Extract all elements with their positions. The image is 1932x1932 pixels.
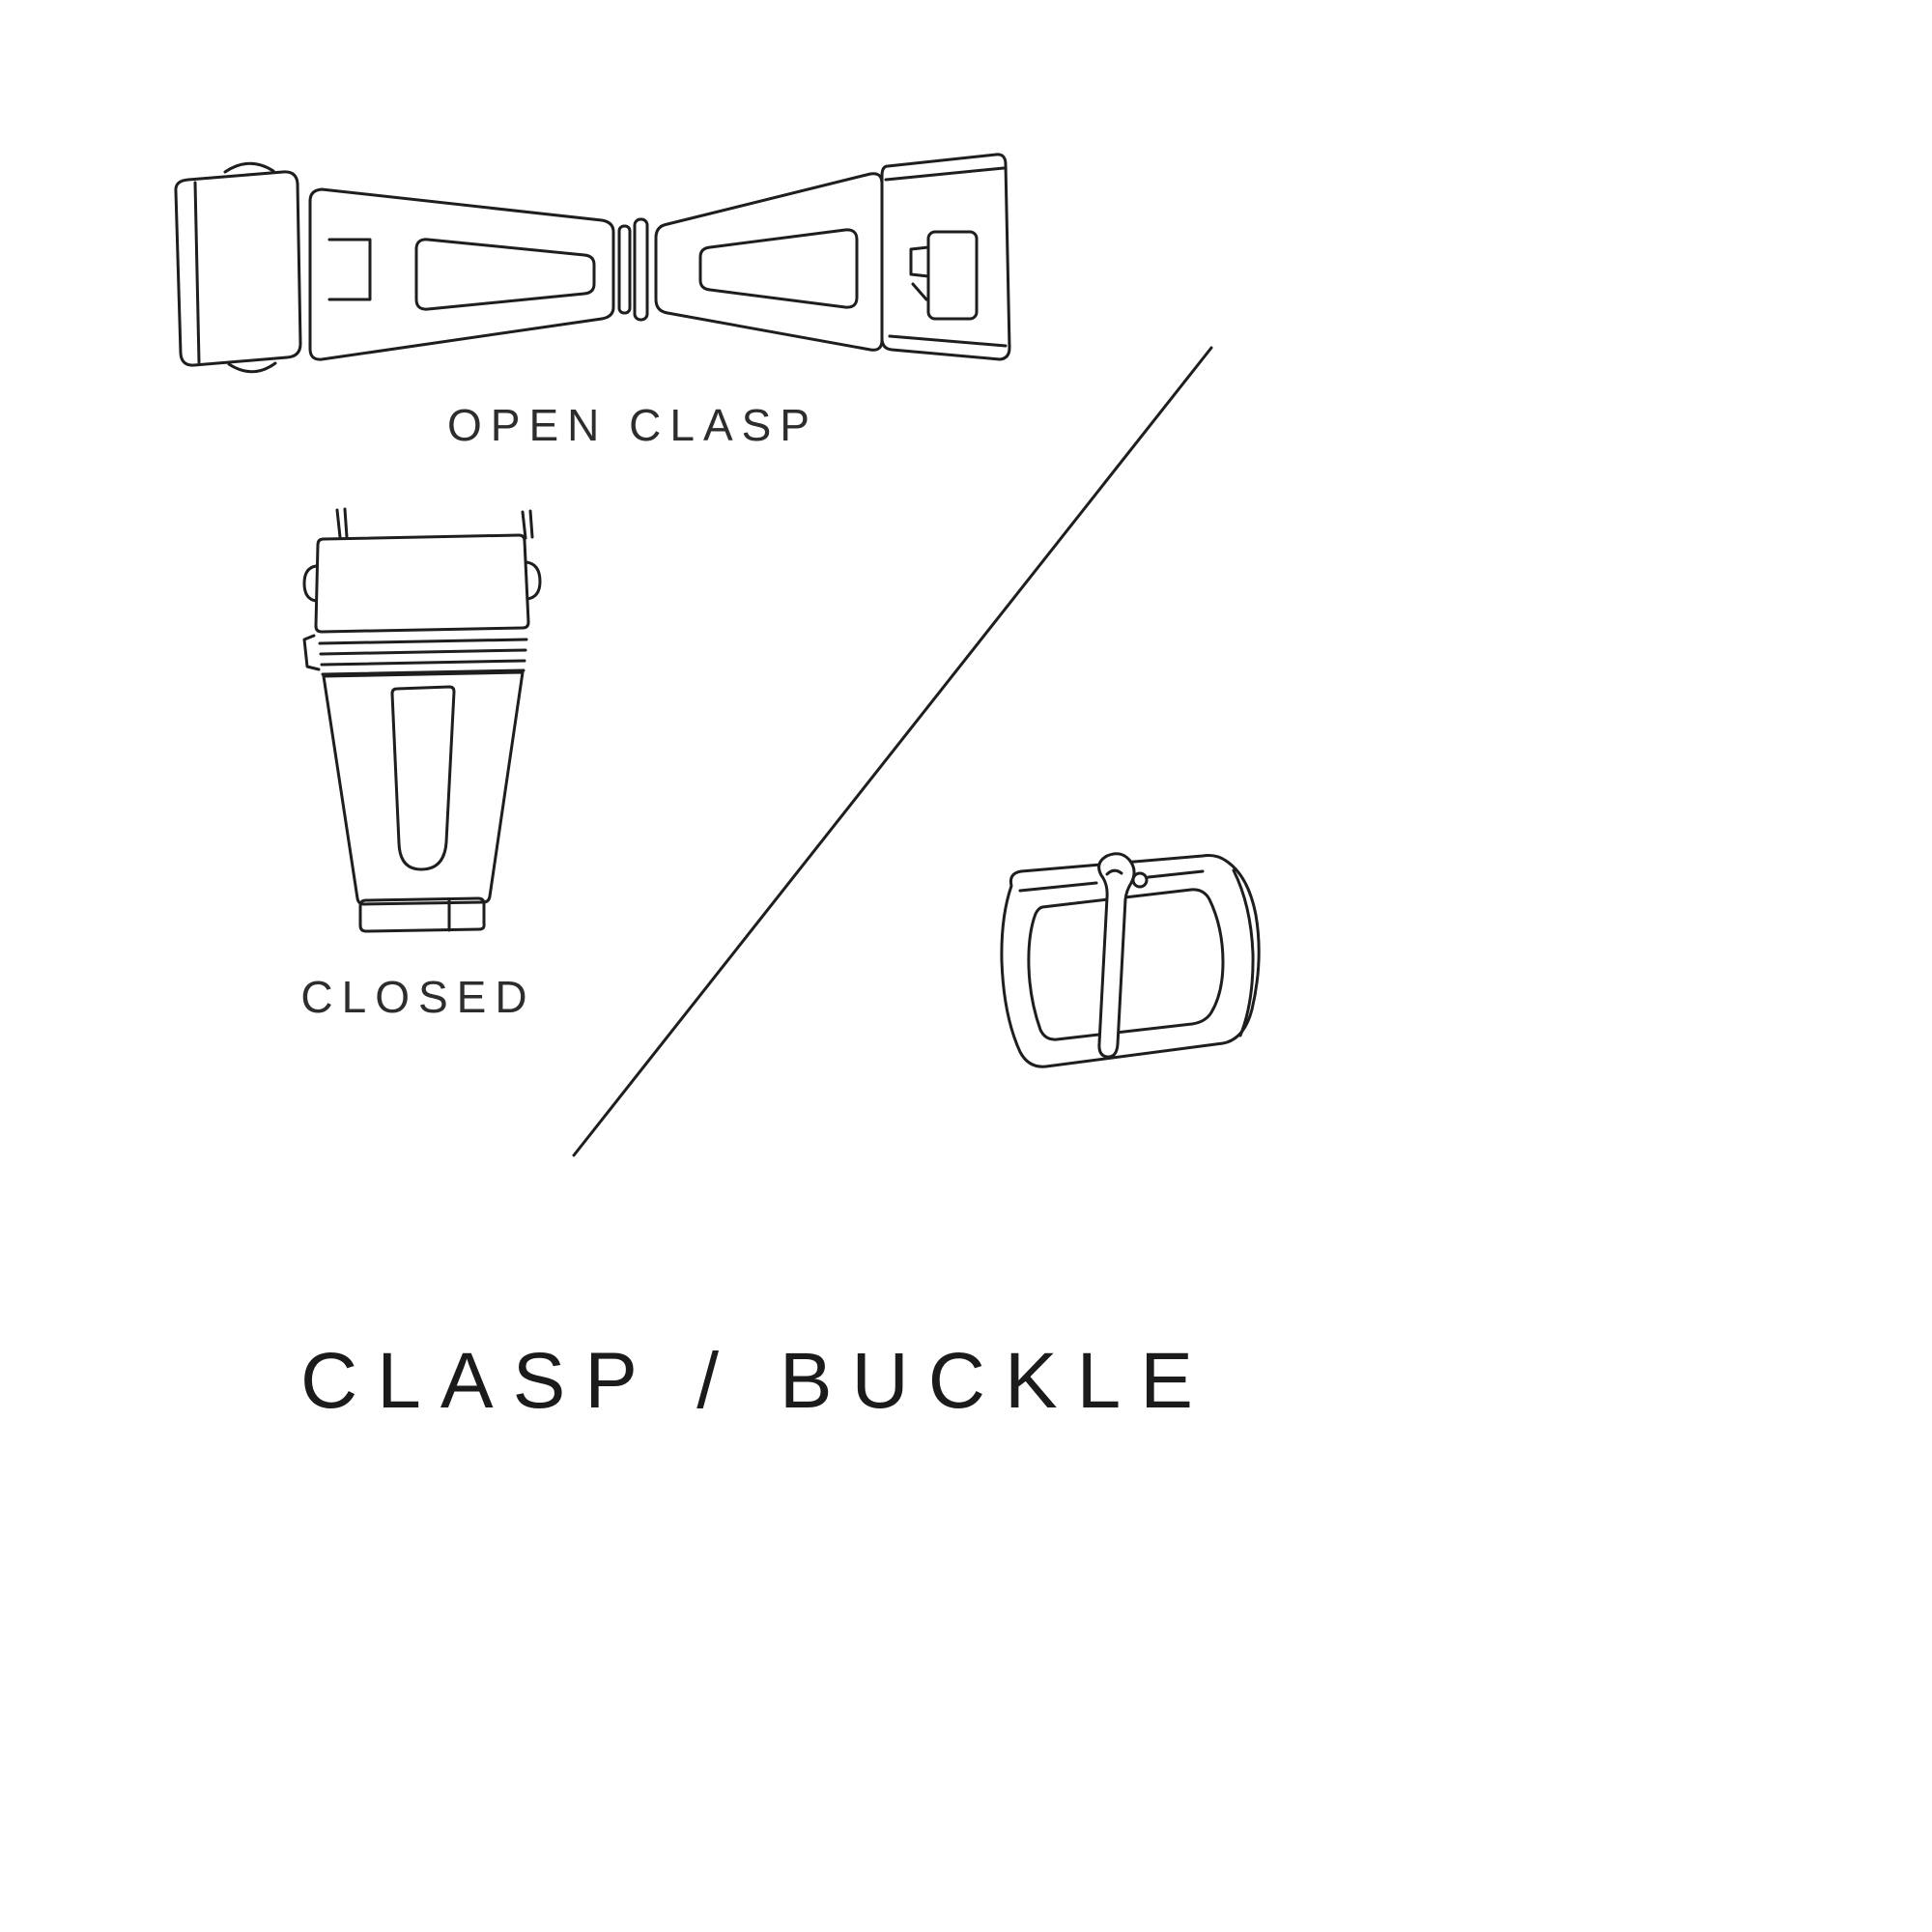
open-clasp-left-plate bbox=[308, 187, 615, 361]
open-clasp-left-block-top-bump bbox=[223, 161, 275, 174]
closed-clasp-hinge-stripe-2 bbox=[319, 648, 527, 656]
closed-clasp-body-inner bbox=[390, 685, 456, 871]
open-clasp-figure bbox=[169, 143, 1019, 389]
buckle-tang bbox=[1097, 852, 1136, 1059]
buckle-illustration bbox=[1000, 852, 1261, 1068]
buckle-tang-loop-line bbox=[1105, 868, 1123, 876]
open-clasp-right-plate-inner bbox=[698, 228, 859, 309]
closed-clasp-hinge-stripe-4 bbox=[321, 668, 526, 676]
open-clasp-left-block bbox=[174, 170, 302, 367]
buckle-figure bbox=[961, 845, 1290, 1111]
closed-clasp-hinge-stripe-1 bbox=[318, 638, 528, 645]
buckle-spring-bar-left bbox=[1018, 881, 1098, 893]
closed-clasp-prong-right bbox=[521, 509, 534, 540]
open-clasp-right-block bbox=[880, 153, 1011, 361]
open-clasp-notch bbox=[327, 238, 372, 301]
closed-clasp-cover bbox=[314, 533, 530, 634]
page-title: CLASP / BUCKLE bbox=[300, 1337, 1212, 1425]
open-clasp-illustration bbox=[174, 153, 1011, 374]
open-clasp-right-cutout bbox=[926, 230, 979, 321]
open-clasp-hinge-link-1 bbox=[617, 224, 632, 315]
buckle-inner-opening bbox=[1027, 888, 1225, 1041]
closed-clasp-hinge-tab bbox=[302, 634, 321, 671]
closed-clasp-ear-right bbox=[525, 560, 542, 601]
divider-line bbox=[572, 346, 1213, 1157]
open-clasp-label: OPEN CLASP bbox=[447, 400, 818, 450]
open-clasp-left-plate-inner bbox=[414, 238, 596, 311]
closed-clasp-ear-left bbox=[302, 564, 318, 603]
open-clasp-hinge-link-2 bbox=[633, 217, 649, 322]
closed-clasp-bottom-bar bbox=[358, 896, 486, 933]
open-clasp-right-latch-tick bbox=[911, 282, 928, 301]
closed-clasp-prong-left bbox=[335, 507, 349, 539]
open-clasp-left-block-bottom-bump bbox=[227, 361, 277, 374]
open-clasp-right-plate bbox=[654, 172, 884, 352]
buckle-spring-bar-right bbox=[1147, 869, 1205, 879]
open-clasp-right-block-bottom-line bbox=[888, 334, 1008, 348]
buckle-right-roll-line bbox=[1232, 868, 1255, 1037]
open-clasp-left-block-edge bbox=[193, 181, 201, 364]
closed-clasp-figure bbox=[295, 502, 546, 942]
open-clasp-right-latch bbox=[909, 245, 930, 278]
closed-clasp-hinge-stripe-3 bbox=[320, 659, 526, 667]
divider-figure bbox=[558, 336, 1225, 1172]
diagonal-divider-line bbox=[572, 346, 1213, 1157]
closed-clasp-illustration bbox=[302, 507, 542, 933]
closed-label: CLOSED bbox=[300, 972, 536, 1022]
open-clasp-right-block-top-line bbox=[884, 166, 1006, 182]
